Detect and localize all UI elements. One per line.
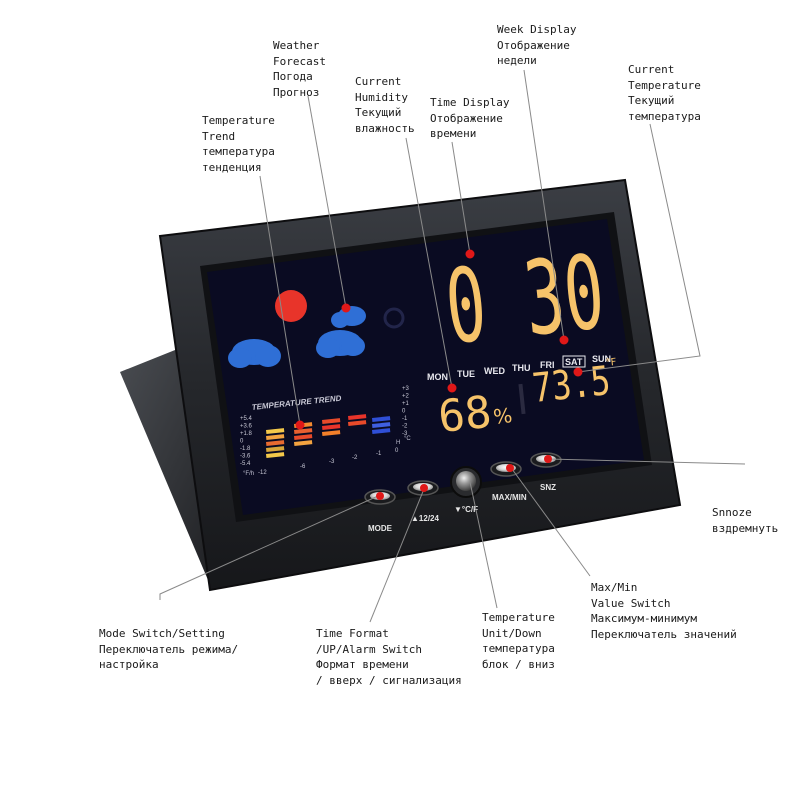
weekday-mon: MON	[427, 372, 448, 382]
trend-left-tick: -1.8	[240, 446, 251, 452]
weekday-sun: SUN	[592, 354, 611, 364]
trend-right-tick: -3	[402, 431, 408, 437]
moon-icon	[383, 307, 405, 329]
marker-trend	[295, 420, 305, 430]
trend-bar-segment	[266, 434, 285, 440]
marker-temperature	[573, 367, 583, 377]
weekday-sat: SAT	[565, 357, 583, 367]
unit-knob-label: ▼°C/F	[454, 505, 478, 514]
weekday-thu: THU	[512, 363, 531, 373]
trend-axis-c: °C	[404, 436, 411, 442]
time-format-button-label: ▲12/24	[411, 514, 439, 523]
trend-hour-label: -3	[329, 459, 335, 465]
marker-week	[559, 335, 569, 345]
callout-markers	[295, 249, 583, 500]
trend-bar-segment	[266, 446, 285, 452]
trend-left-tick: 0	[240, 439, 244, 445]
marker-mode	[376, 492, 384, 500]
trend-right-tick: +1	[402, 401, 410, 407]
trend-axis-f: °F/h	[243, 471, 254, 477]
sun-icon	[275, 290, 307, 322]
marker-humidity	[447, 383, 457, 393]
trend-bar-segment	[371, 422, 391, 428]
trend-bar-segment	[294, 428, 313, 434]
trend-bar-segment	[372, 428, 391, 434]
week-display: MON TUE WED THU FRI SAT SUN	[427, 354, 611, 382]
weekday-wed: WED	[484, 366, 505, 376]
leader-lines	[159, 69, 746, 623]
trend-bar-segment	[348, 420, 367, 426]
temperature-unit: °F	[605, 357, 617, 369]
trend-left-tick: -3.6	[240, 454, 251, 460]
trend-bars	[266, 414, 391, 458]
marker-maxmin	[506, 464, 514, 472]
marker-time	[465, 249, 475, 259]
trend-left-scale: +5.4 +3.6+1.8 0-1.8 -3.6-5.4	[240, 416, 253, 467]
snooze-button-label: SNZ	[540, 483, 556, 492]
trend-bar-segment	[321, 424, 341, 430]
trend-bar-segment	[294, 440, 313, 446]
trend-hour-label: -12	[258, 470, 267, 476]
thermometer-icon	[518, 383, 526, 415]
trend-bar-segment	[266, 440, 285, 446]
trend-right-tick: 0	[402, 409, 406, 415]
trend-right-tick: +2	[402, 394, 410, 400]
selected-day-box	[562, 355, 586, 368]
trend-bar-segment	[266, 452, 285, 458]
trend-left-tick: +5.4	[240, 416, 253, 422]
trend-bar-segment	[348, 414, 367, 420]
trend-bar-segment	[266, 428, 285, 434]
weather-forecast-icons	[228, 290, 405, 368]
trend-hours: -12 -6 -3 -2 -1 0	[258, 448, 399, 476]
humidity-value: 68	[436, 387, 494, 443]
trend-bar-segment	[322, 418, 341, 424]
weekday-tue: TUE	[457, 369, 475, 379]
temperature-value: 73.5	[530, 358, 612, 412]
maxmin-button-label: MAX/MIN	[492, 493, 527, 502]
trend-hour-label: 0	[395, 448, 399, 454]
marker-weather	[341, 303, 351, 313]
cloud-icon	[228, 306, 366, 368]
weekday-fri: FRI	[540, 360, 555, 370]
trend-right-scale: +3 +2+1 0-1 -2-3	[402, 386, 410, 437]
lcd-screen	[207, 219, 644, 515]
trend-left-tick: +3.6	[240, 424, 253, 430]
trend-bar-segment	[294, 434, 313, 440]
trend-right-tick: -2	[402, 424, 408, 430]
trend-left-tick: -5.4	[240, 461, 251, 467]
trend-right-tick: +3	[402, 386, 410, 392]
mode-button-label: MODE	[368, 524, 393, 533]
time-format-button[interactable]: ▲12/24	[407, 480, 439, 523]
trend-bar-segment	[322, 430, 341, 436]
trend-right-tick: -1	[402, 416, 408, 422]
marker-timeformat	[420, 484, 428, 492]
trend-hour-label: -6	[300, 464, 306, 470]
trend-hour-label: -1	[376, 451, 382, 457]
trend-axis-h: H	[396, 440, 400, 446]
trend-hour-label: -2	[352, 455, 358, 461]
trend-left-tick: +1.8	[240, 431, 253, 437]
unit-knob[interactable]: ▼°C/F	[450, 466, 482, 514]
trend-bar-segment	[372, 416, 391, 422]
marker-snooze	[544, 455, 552, 463]
humidity-unit: %	[492, 403, 513, 429]
